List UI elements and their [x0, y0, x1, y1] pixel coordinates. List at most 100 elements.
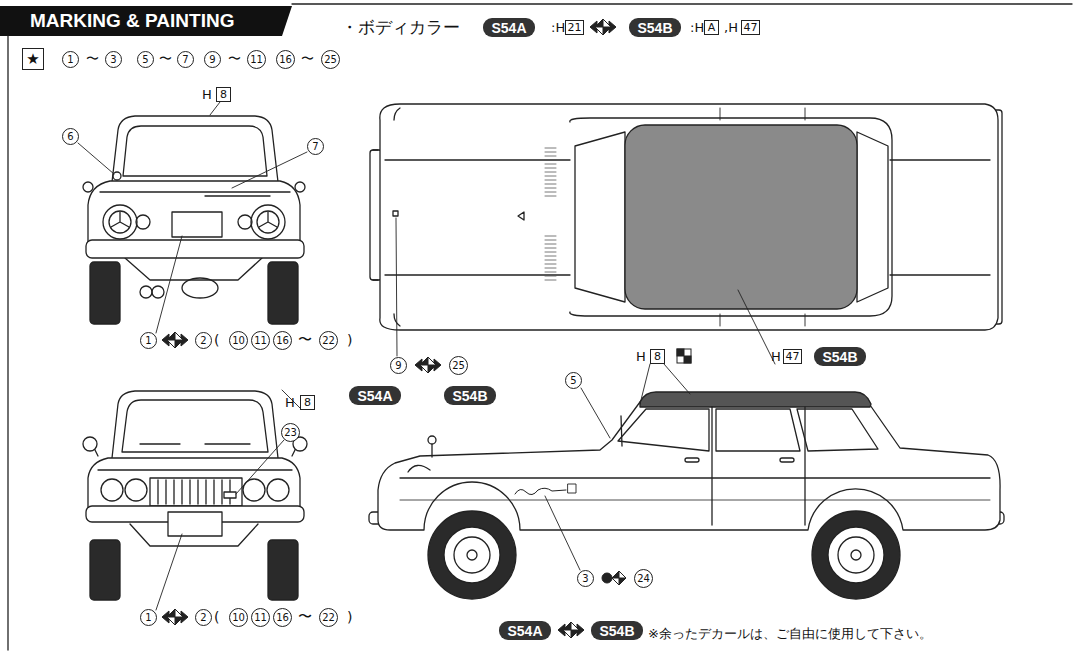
node-text: S54B	[599, 623, 634, 639]
label-text: )	[347, 332, 352, 348]
paint-number-box: 47	[741, 20, 760, 35]
node-text: 7	[312, 141, 318, 152]
node-text: 23	[284, 427, 297, 438]
node-text: 16	[279, 54, 292, 65]
color-code-tag: S54A	[483, 18, 535, 37]
callout-number: 7	[307, 138, 324, 155]
node-text: S54B	[822, 349, 857, 365]
node-text: 22	[322, 335, 335, 346]
node-text: 47	[786, 350, 800, 363]
node-text: 3	[110, 54, 116, 65]
callout-number: 25	[321, 50, 340, 69]
label-text: 〜	[228, 50, 241, 68]
callout-number: 16	[273, 608, 292, 627]
node-text: S54A	[357, 388, 392, 404]
node-text: 8	[220, 88, 227, 101]
callout-number: 7	[177, 51, 194, 68]
label-text: )	[347, 609, 352, 625]
callout-number: 24	[634, 569, 653, 588]
paint-number-box: 8	[650, 349, 665, 364]
node-text: ★	[26, 50, 39, 68]
node-text: 22	[322, 612, 335, 623]
node-text: 9	[395, 360, 401, 371]
star-mark-box: ★	[22, 48, 44, 70]
label-text: 〜	[159, 50, 172, 68]
node-text: 10	[232, 612, 245, 623]
label-text: ,H	[724, 20, 738, 35]
node-text: S54B	[637, 20, 672, 36]
sheet-title: MARKING & PAINTING	[30, 10, 234, 32]
label-text: (	[214, 332, 219, 348]
node-text: 8	[304, 396, 311, 409]
node-text: 2	[200, 612, 206, 623]
node-text: 1	[67, 54, 73, 65]
callout-number: 16	[273, 331, 292, 350]
callout-number: 2	[195, 609, 212, 626]
color-code-tag: S54A	[349, 386, 401, 405]
node-text: 3	[582, 573, 588, 584]
label-text: :H	[551, 20, 565, 35]
node-text: 24	[637, 573, 650, 584]
callout-number: 11	[247, 50, 266, 69]
callout-number: 25	[449, 356, 468, 375]
paint-number-box: 21	[565, 20, 584, 35]
label-text: (	[214, 609, 219, 625]
node-text: 5	[142, 54, 148, 65]
callout-number: 1	[140, 332, 157, 349]
node-text: 6	[67, 131, 73, 142]
callout-number: 16	[276, 50, 295, 69]
callout-number: 6	[62, 128, 79, 145]
callout-number: 5	[137, 51, 154, 68]
callout-number: 1	[62, 51, 79, 68]
callout-number: 1	[140, 609, 157, 626]
label-text: :H	[690, 20, 704, 35]
node-text: 11	[254, 335, 267, 346]
callout-number: 23	[281, 423, 300, 442]
color-code-tag: S54B	[629, 18, 681, 37]
color-code-tag: S54B	[814, 347, 866, 366]
node-text: 47	[744, 21, 758, 34]
paint-number-box: 8	[216, 87, 231, 102]
color-code-tag: S54B	[444, 386, 496, 405]
node-text: A	[708, 21, 716, 34]
paint-number-box: A	[704, 20, 719, 35]
callout-number: 9	[390, 357, 407, 374]
color-code-tag: S54A	[499, 621, 551, 640]
callout-number: 3	[105, 51, 122, 68]
label-text: H	[771, 349, 781, 364]
label-text: 〜	[301, 50, 314, 68]
node-text: 25	[324, 54, 337, 65]
callout-number: 10	[229, 331, 248, 350]
label-text: H	[285, 395, 295, 410]
label-text: ・ボディカラー	[341, 16, 460, 39]
node-text: 5	[570, 375, 576, 386]
paint-number-box: 8	[300, 395, 315, 410]
label-text: H	[636, 349, 646, 364]
node-text: S54B	[452, 388, 487, 404]
node-text: 21	[568, 21, 582, 34]
callout-number: 3	[577, 570, 594, 587]
callout-number: 9	[204, 51, 221, 68]
callout-number: 22	[319, 331, 338, 350]
label-text: 〜	[86, 50, 99, 68]
node-text: 16	[276, 335, 289, 346]
label-text: H	[202, 87, 212, 102]
paint-number-box: 47	[783, 349, 802, 364]
node-text: S54A	[507, 623, 542, 639]
callout-number: 2	[195, 332, 212, 349]
callout-number: 11	[251, 608, 270, 627]
node-text: 11	[254, 612, 267, 623]
callout-number: 22	[319, 608, 338, 627]
node-text: 8	[654, 350, 661, 363]
node-text: 1	[145, 612, 151, 623]
node-text: 7	[182, 54, 188, 65]
callout-number: 10	[229, 608, 248, 627]
node-text: 9	[209, 54, 215, 65]
node-text: 16	[276, 612, 289, 623]
label-text: 〜	[298, 331, 312, 349]
node-text: 1	[145, 335, 151, 346]
callout-number: 5	[565, 372, 582, 389]
